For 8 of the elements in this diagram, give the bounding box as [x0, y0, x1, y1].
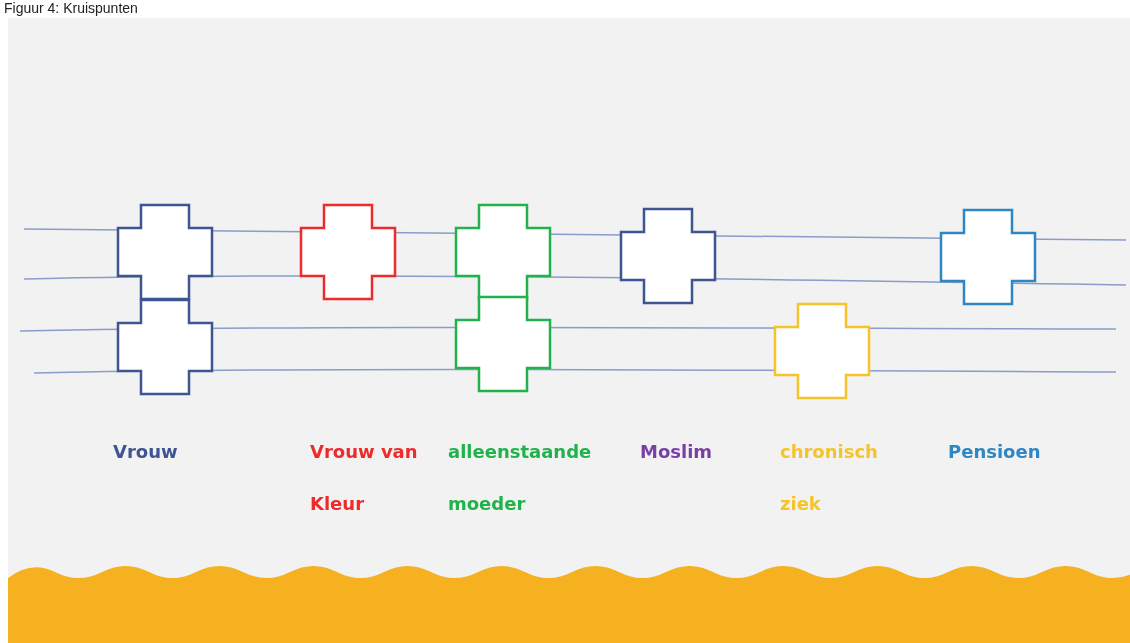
category-label: Vrouw van Kleur	[310, 440, 419, 516]
figure-title: Figuur 4: Kruispunten	[4, 0, 138, 16]
category-label: Vrouw	[113, 440, 179, 464]
category-label: alleenstaande moeder	[448, 440, 593, 516]
category-label: Pensioen	[948, 440, 1042, 464]
category-label: Moslim	[640, 440, 714, 464]
wave-band	[8, 566, 1130, 643]
category-label: chronisch ziek	[780, 440, 879, 516]
